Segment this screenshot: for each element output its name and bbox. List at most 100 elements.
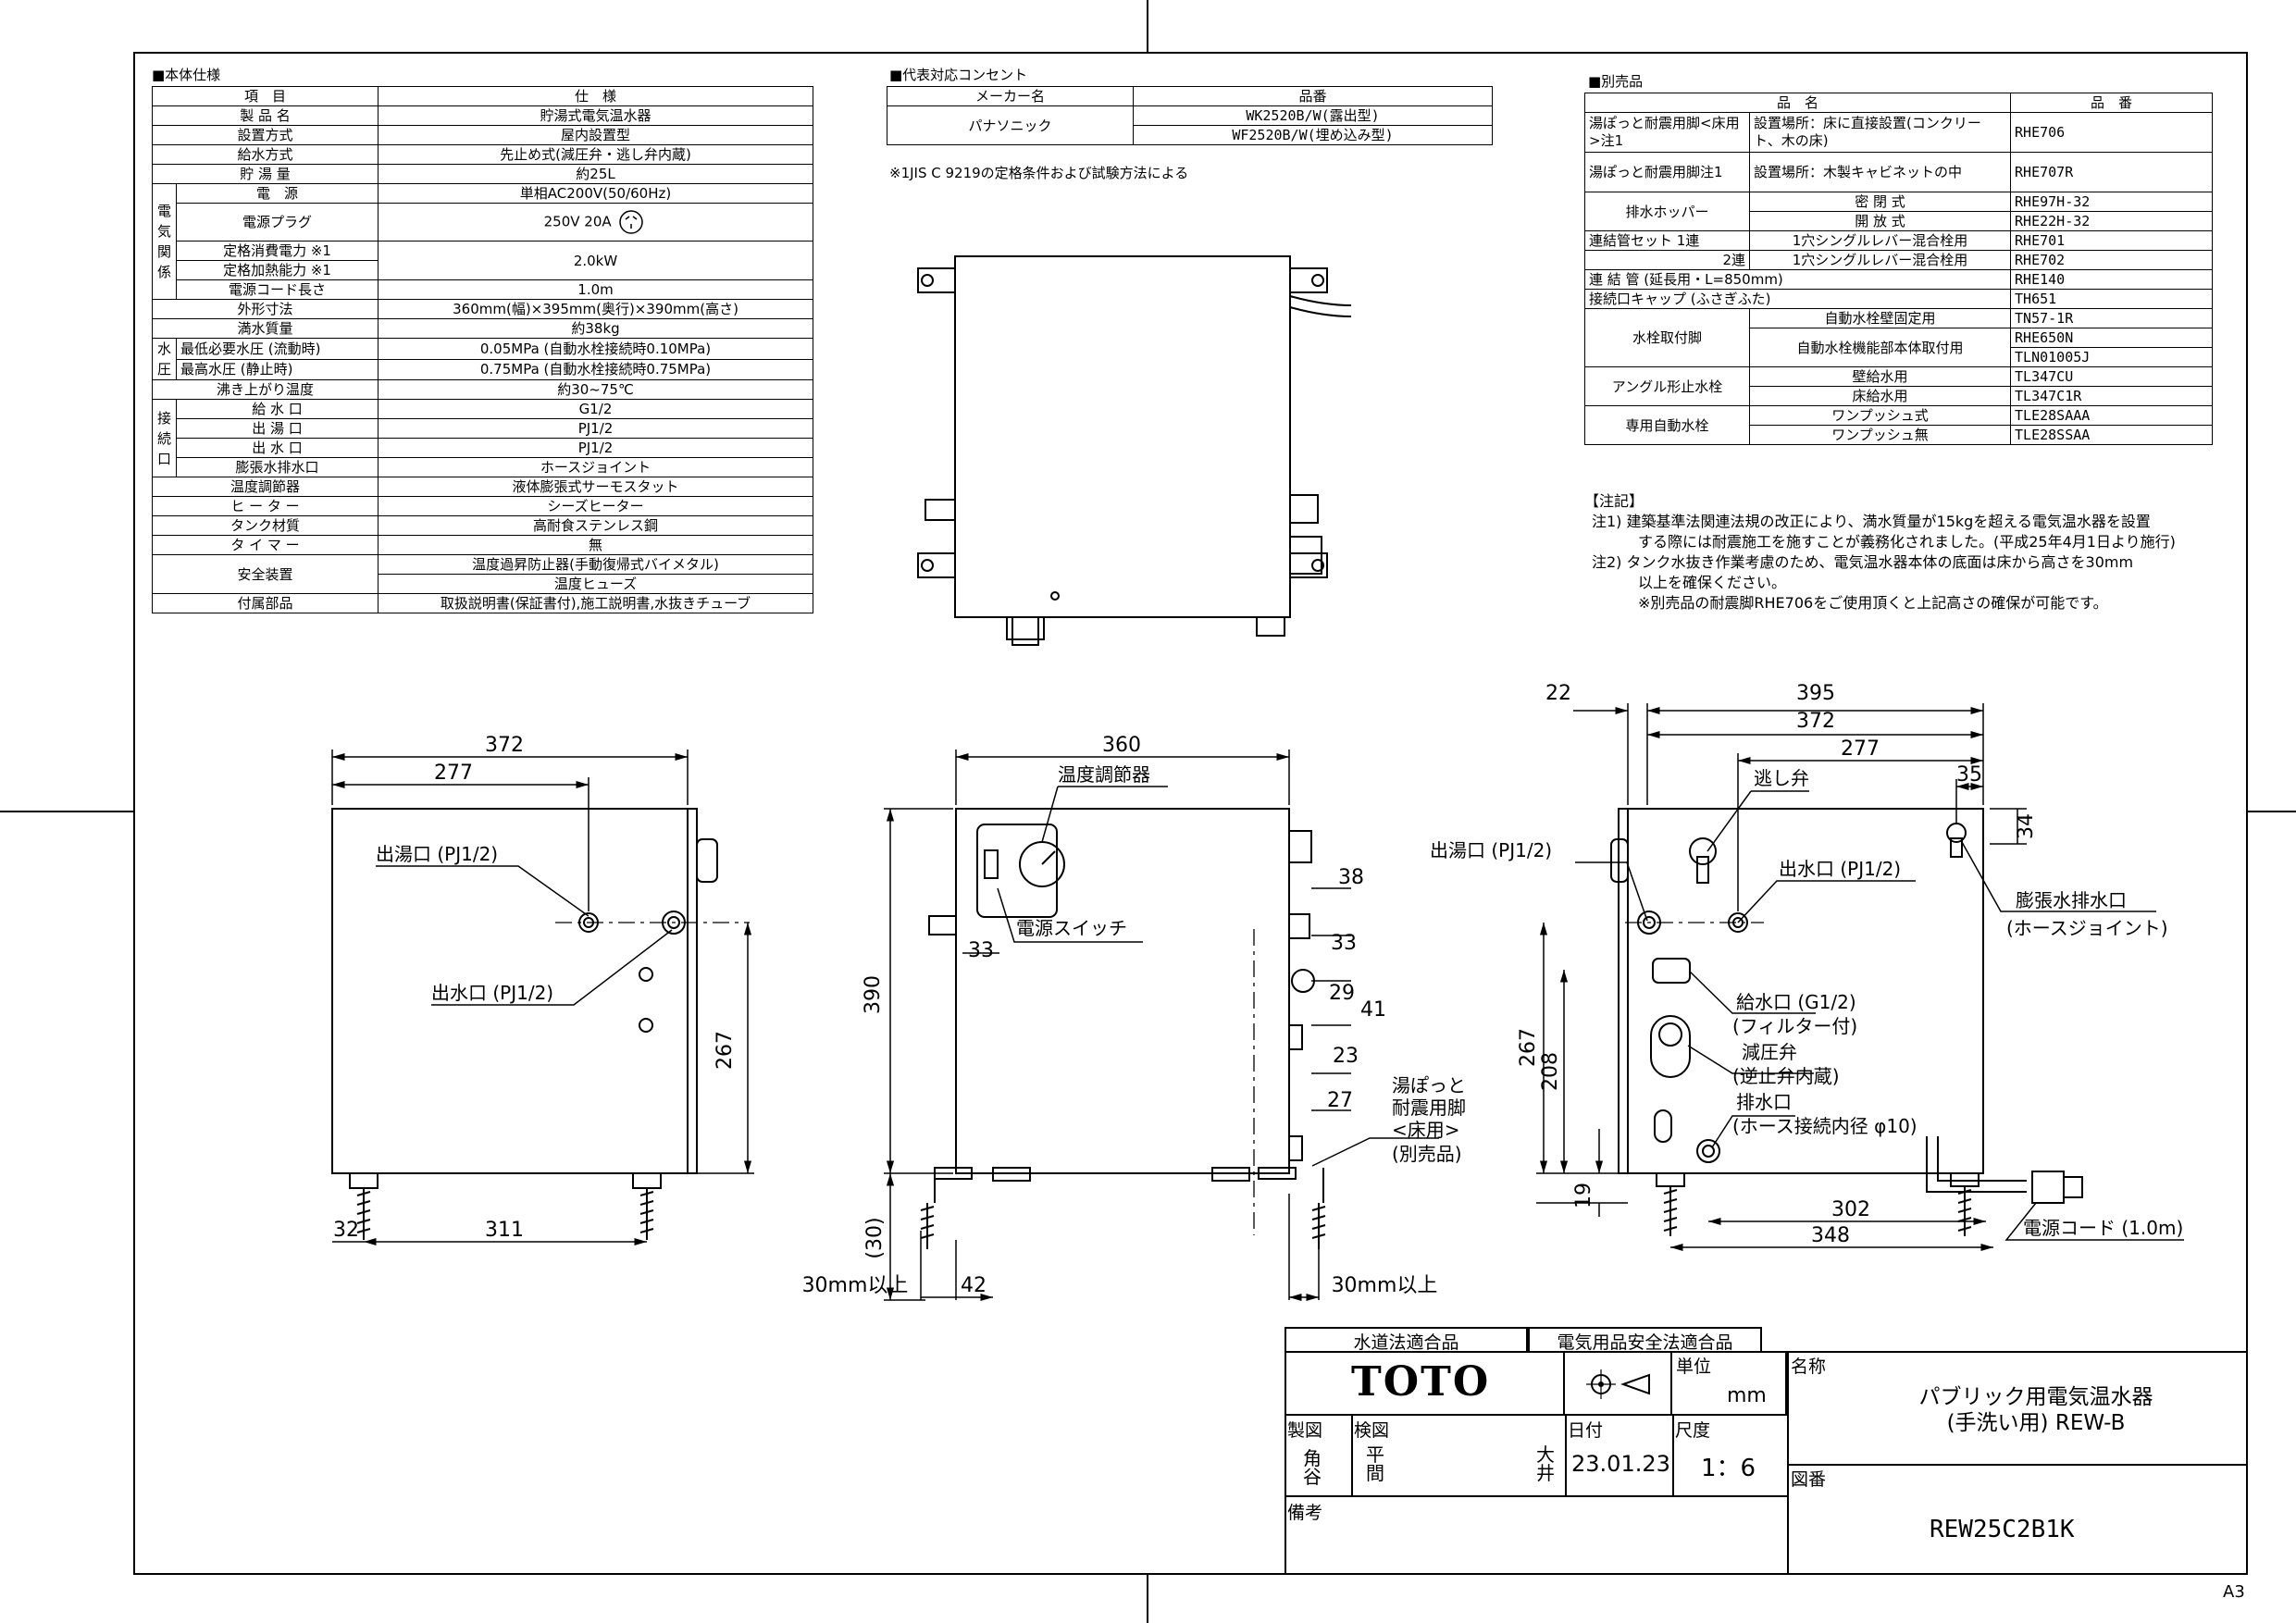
label-check-valve: (逆止弁内蔵) (1732, 1065, 1840, 1087)
label-pressure-valve: 減圧弁 (1742, 1041, 1797, 1063)
label-filter: (フィルター付) (1732, 1015, 1857, 1037)
option-number: TLE28SSAA (2010, 425, 2214, 445)
note-line: する際には耐震施工を施すことが義務化されました。(平成25年4月1日より施行) (1638, 533, 2176, 551)
brand-cell (1285, 1351, 1565, 1416)
sign-divider (1672, 1416, 1674, 1497)
table-row: 給水方式先止め式(減圧弁・逃し弁内蔵) (151, 144, 814, 165)
product-name-line2: (手洗い用) REW-B (1946, 1411, 2126, 1435)
date-label: 日付 (1568, 1420, 1604, 1441)
side-view-drawing (920, 808, 1326, 1249)
note-line: ※別売品の耐震脚RHE706をご使用頂くと上記高さの確保が可能です。 (1638, 594, 2108, 612)
table-row: ヒ ー タ ーシーズヒーター (151, 496, 814, 516)
option-name: アングル形止水栓 (1584, 366, 1750, 406)
dim-side-30mm-right: 30mm以上 (1332, 1274, 1438, 1297)
remarks-label: 備考 (1287, 1503, 1323, 1523)
label-thermostat: 温度調節器 (1058, 763, 1150, 786)
notes-block: 【注記】 注1) 建築基準法関連法規の改正により、満水質量が15kgを超える電気… (1584, 491, 2176, 613)
option-number: RHE702 (2010, 250, 2214, 270)
dim-front-277: 277 (434, 762, 473, 785)
label-hose-diameter: (ホース接続内径 φ10) (1732, 1115, 1917, 1137)
dim-rear-277: 277 (1841, 737, 1880, 761)
note-line: 注2) タンク水抜き作業考慮のため、電気温水器本体の底面は床から高さを30mm (1592, 553, 2134, 571)
option-number: RHE706 (2010, 112, 2214, 153)
unit-cell (1672, 1351, 1787, 1416)
table-row: 電源プラグ 250V 20A (153, 203, 814, 242)
checked-label: 検図 (1354, 1420, 1390, 1441)
spec-key: 安全装置 (151, 554, 379, 594)
group-pressure: 水圧 (152, 338, 177, 380)
dim-side-29: 29 (1329, 982, 1355, 1005)
sign-row (1285, 1416, 1787, 1497)
option-desc: 自動水栓機能部本体取付用 (1748, 328, 2012, 367)
dim-side-42: 42 (961, 1274, 987, 1297)
note-line: 注1) 建築基準法関連法規の改正により、満水質量が15kgを超える電気温水器を設… (1592, 513, 2151, 530)
label-front-water-outlet: 出水口 (PJ1/2) (431, 982, 553, 1004)
unit-value: mm (1727, 1384, 1767, 1407)
option-name: 湯ぽっと耐震用脚注1 (1584, 152, 1750, 192)
outlet-item: WF2520B/W(埋め込み型) (1133, 125, 1493, 145)
dim-rear-22: 22 (1545, 682, 1571, 705)
dim-side-33a: 33 (968, 939, 994, 962)
table-row: 膨張水排水口ホースジョイント (153, 457, 814, 477)
option-name: 専用自動水栓 (1584, 405, 1750, 445)
spec-value: 1.0m (378, 279, 814, 300)
label-drain-port: 排水口 (1736, 1091, 1792, 1113)
dim-front-372: 372 (485, 734, 524, 757)
table-row: 貯 湯 量約25L (151, 164, 814, 184)
dim-front-32: 32 (333, 1219, 359, 1242)
dim-front-267: 267 (714, 1031, 737, 1070)
spec-value: PJ1/2 (378, 438, 814, 458)
spec-key: 膨張水排水口 (175, 457, 379, 477)
spec-key: 出 湯 口 (175, 418, 379, 439)
unit-label: 単位 (1676, 1357, 1712, 1377)
dim-side-390: 390 (862, 975, 885, 1014)
name-label: 名称 (1791, 1357, 1827, 1377)
dim-rear-302: 302 (1831, 1198, 1870, 1221)
label-floor-use: <床用> (1392, 1119, 1460, 1141)
drawn-label: 製図 (1287, 1420, 1323, 1441)
option-name: 2連 (1584, 250, 1750, 270)
option-name: 湯ぽっと耐震用脚<床用>注1 (1584, 112, 1750, 153)
table-row: タンク材質高耐食ステンレス鋼 (151, 515, 814, 536)
table-row: 最高水圧 (静止時)0.75MPa (自動水栓接続時0.75MPa) (153, 358, 814, 380)
top-view-drawing (917, 255, 1352, 646)
dimension-texts: 372 277 267 311 32 360 390 33 38 33 29 4… (333, 682, 2038, 1297)
dim-rear-348: 348 (1811, 1224, 1850, 1247)
spec-value: 250V 20A (378, 203, 814, 242)
option-desc: 1穴シングルレバー混合栓用 (1748, 230, 2012, 251)
projection-cell (1565, 1351, 1672, 1416)
drawn-by: 角谷 (1303, 1447, 1322, 1488)
front-view-drawing (331, 808, 718, 1240)
drawing-no-label: 図番 (1791, 1469, 1827, 1490)
spec-value: 温度ヒューズ (378, 574, 814, 594)
spec-value: 取扱説明書(保証書付),施工説明書,水抜きチューブ (378, 593, 814, 613)
table-row: 沸き上がり温度約30~75℃ (151, 379, 814, 400)
vertical-divider (1787, 1351, 1789, 1575)
dim-rear-372: 372 (1796, 710, 1835, 733)
spec-value: 2.0kW (378, 241, 814, 280)
dim-side-38: 38 (1338, 866, 1364, 889)
table-row: 設置方式屋内設置型 (151, 125, 814, 145)
title-block (1285, 1351, 2248, 1575)
callout-labels: 出湯口 (PJ1/2) 出水口 (PJ1/2) 温度調節器 電源スイッチ 湯ぽっ… (376, 763, 2183, 1239)
label-power-cord: 電源コード (1.0m) (2023, 1217, 2183, 1239)
label-rear-water-outlet: 出水口 (PJ1/2) (1779, 858, 1901, 880)
approved-by: 大井 (1536, 1443, 1555, 1484)
spec-key: 電源プラグ (175, 203, 379, 242)
option-desc: 1穴シングルレバー混合栓用 (1748, 250, 2012, 270)
option-number: RHE650N (2010, 328, 2214, 348)
dim-front-311: 311 (485, 1219, 524, 1242)
outlet-maker: パナソニック (887, 105, 1134, 145)
label-yupot: 湯ぽっと (1392, 1074, 1466, 1096)
dim-rear-267: 267 (1517, 1028, 1540, 1067)
table-row: 連 結 管 (延長用・L=850mm)RHE140 (1583, 269, 2214, 290)
main-spec-table: 項 目 仕 様 製 品 名貯湯式電気温水器 設置方式屋内設置型 給水方式先止め式… (151, 86, 814, 613)
rear-view-drawing (1610, 808, 2083, 1236)
